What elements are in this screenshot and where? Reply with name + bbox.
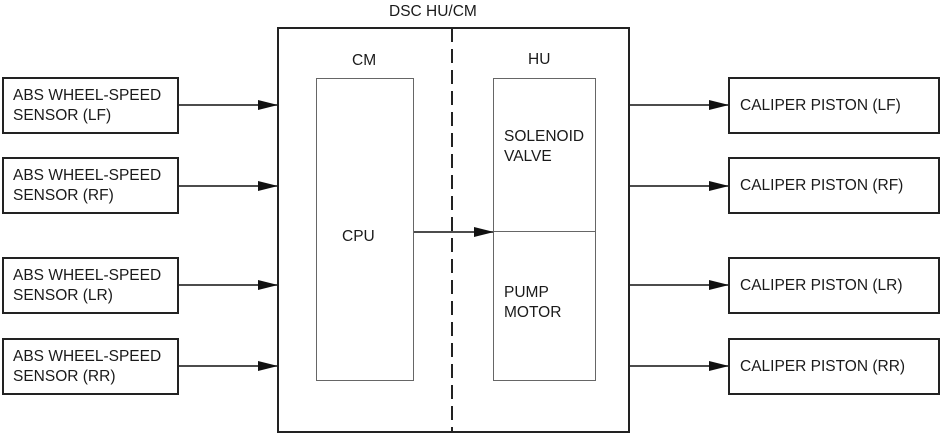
- caliper-box-rr: CALIPER PISTON (RR): [728, 338, 940, 395]
- caliper-box-lf: CALIPER PISTON (LF): [728, 77, 940, 134]
- caliper-box-lr: CALIPER PISTON (LR): [728, 257, 940, 314]
- caliper-box-rf: CALIPER PISTON (RF): [728, 157, 940, 214]
- dsc-hu-cm-title: DSC HU/CM: [389, 3, 477, 20]
- sensor-line1: ABS WHEEL-SPEED: [13, 267, 162, 284]
- sensor-line1: ABS WHEEL-SPEED: [13, 348, 162, 365]
- sensor-line2: SENSOR (LR): [13, 287, 113, 304]
- pump-motor-label-1: PUMP: [504, 284, 549, 301]
- sensor-box-lf: ABS WHEEL-SPEED SENSOR (LF): [2, 77, 179, 134]
- caliper-label: CALIPER PISTON (LR): [740, 277, 903, 294]
- solenoid-valve-label-1: SOLENOID: [504, 128, 585, 145]
- caliper-label: CALIPER PISTON (LF): [740, 97, 901, 114]
- cpu-block: CPU: [316, 78, 414, 381]
- sensor-box-lr: ABS WHEEL-SPEED SENSOR (LR): [2, 257, 179, 314]
- cpu-label: CPU: [342, 228, 375, 245]
- sensor-line1: ABS WHEEL-SPEED: [13, 167, 162, 184]
- sensor-line1: ABS WHEEL-SPEED: [13, 87, 162, 104]
- sensor-line2: SENSOR (LF): [13, 107, 112, 124]
- caliper-label: CALIPER PISTON (RR): [740, 358, 906, 375]
- sensor-box-rr: ABS WHEEL-SPEED SENSOR (RR): [2, 338, 179, 395]
- caliper-label: CALIPER PISTON (RF): [740, 177, 904, 194]
- sensor-line2: SENSOR (RF): [13, 187, 114, 204]
- hu-label: HU: [528, 51, 551, 68]
- cm-label: CM: [352, 52, 377, 69]
- solenoid-valve-label-2: VALVE: [504, 148, 552, 165]
- hu-block: SOLENOID VALVE PUMP MOTOR: [493, 78, 596, 381]
- sensor-box-rf: ABS WHEEL-SPEED SENSOR (RF): [2, 157, 179, 214]
- sensor-line2: SENSOR (RR): [13, 368, 116, 385]
- pump-motor-label-2: MOTOR: [504, 304, 562, 321]
- hu-divider: [494, 231, 595, 232]
